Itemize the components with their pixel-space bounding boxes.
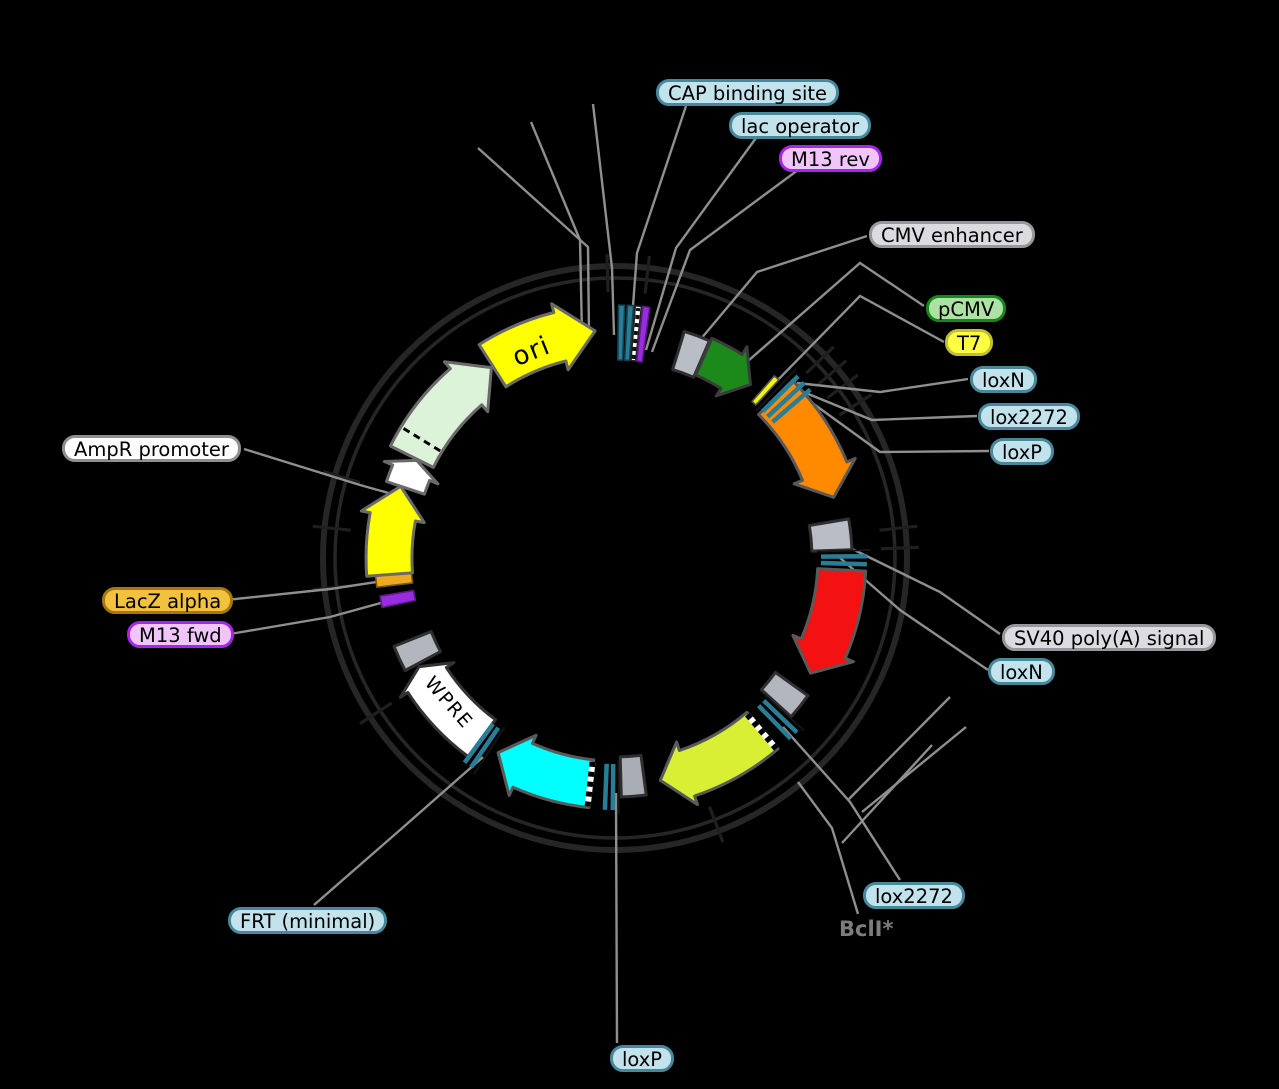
leader-loose-e bbox=[861, 726, 967, 813]
tick-mark bbox=[359, 701, 393, 725]
tick-mark bbox=[838, 393, 873, 417]
tick-mark bbox=[880, 545, 919, 551]
red-arrow[interactable] bbox=[791, 567, 868, 675]
frt-stripes-edge bbox=[473, 726, 506, 775]
label-loxp-bottom[interactable]: loxP bbox=[610, 1045, 675, 1072]
label-loxn-1[interactable]: loxN bbox=[970, 366, 1037, 393]
tick-mark bbox=[643, 255, 651, 294]
leader-frt-minimal bbox=[313, 756, 484, 906]
leader-lox2272-1 bbox=[800, 389, 978, 422]
backbone-ring-outer bbox=[320, 263, 910, 853]
chartreuse-start-checker bbox=[745, 712, 779, 751]
tick-mark bbox=[605, 254, 610, 293]
backbone-ring-inner bbox=[333, 276, 897, 840]
orange-arrow[interactable] bbox=[757, 379, 857, 499]
leader-loose-c bbox=[591, 103, 616, 336]
leader-ampr-promoter bbox=[243, 447, 393, 496]
tick-mark bbox=[816, 359, 848, 387]
bottom-gray-box[interactable] bbox=[618, 753, 648, 799]
leader-loxp-1 bbox=[803, 396, 990, 454]
ampr-dotted-line bbox=[400, 425, 441, 453]
cmv-enhancer-box[interactable] bbox=[671, 329, 711, 379]
leader-pcmv bbox=[739, 261, 925, 369]
label-m13-fwd[interactable]: M13 fwd bbox=[127, 621, 234, 648]
leader-cmv-enhancer bbox=[699, 234, 868, 341]
sv40-polya-box[interactable] bbox=[807, 517, 854, 553]
leader-loose-b bbox=[529, 121, 584, 336]
label-lox2272-2[interactable]: lox2272 bbox=[863, 882, 965, 909]
lac-operator-bar[interactable] bbox=[623, 304, 635, 362]
tick-mark bbox=[805, 345, 835, 375]
lox-cluster-stripes bbox=[761, 374, 800, 413]
label-t7[interactable]: T7 bbox=[945, 329, 994, 356]
lox2272-stripes bbox=[762, 698, 799, 735]
cyan-arrow[interactable] bbox=[496, 733, 596, 810]
label-cap-binding-site[interactable]: CAP binding site bbox=[656, 79, 840, 106]
t7-bar[interactable] bbox=[751, 375, 780, 406]
label-ampr-promoter[interactable]: AmpR promoter bbox=[62, 435, 241, 462]
m13-fwd-bar[interactable] bbox=[379, 589, 417, 609]
label-lacz-alpha[interactable]: LacZ alpha bbox=[102, 587, 234, 614]
label-frt-minimal[interactable]: FRT (minimal) bbox=[228, 907, 388, 934]
leader-lacz-alpha bbox=[225, 579, 384, 602]
tick-mark bbox=[708, 806, 725, 843]
loxn-stripes bbox=[820, 560, 867, 567]
leader-bcli bbox=[797, 781, 860, 915]
mid-gray-box[interactable] bbox=[759, 670, 810, 719]
pcmv-arrow[interactable] bbox=[694, 336, 752, 398]
leader-loxp-bottom bbox=[614, 792, 619, 1044]
lox-cluster-stripes bbox=[771, 387, 812, 424]
label-loxn-2[interactable]: loxN bbox=[988, 658, 1055, 685]
leader-loxn-1 bbox=[796, 377, 969, 394]
label-m13-rev[interactable]: M13 rev bbox=[779, 145, 882, 172]
label-pcmv[interactable]: pCMV bbox=[926, 295, 1007, 322]
tick-mark bbox=[312, 524, 351, 532]
leader-loose-f bbox=[841, 744, 933, 844]
lox-cluster-stripes-edge bbox=[755, 368, 797, 412]
hatched-bar-hatch bbox=[631, 307, 641, 360]
label-lox2272-1[interactable]: lox2272 bbox=[978, 403, 1080, 430]
ampr-promoter-arrow[interactable] bbox=[382, 458, 440, 496]
label-cmv-enhancer[interactable]: CMV enhancer bbox=[869, 221, 1035, 248]
frt-stripes bbox=[469, 726, 501, 769]
label-loxp-1[interactable]: loxP bbox=[990, 438, 1055, 465]
lox2272-stripes bbox=[756, 704, 793, 741]
leader-m13-fwd bbox=[229, 599, 389, 636]
wpre-arrow[interactable] bbox=[398, 661, 497, 759]
leader-sv40-polya bbox=[837, 540, 1001, 635]
leader-m13-rev bbox=[650, 169, 799, 353]
loxp-stripes bbox=[602, 763, 609, 810]
ampr-arrow[interactable] bbox=[388, 360, 493, 469]
cap-binding-site-bar[interactable] bbox=[617, 304, 626, 361]
cyan-start-checker bbox=[584, 761, 596, 807]
leader-lac-operator bbox=[644, 137, 757, 351]
leader-lox2272-2 bbox=[782, 726, 902, 881]
lox-cluster-stripes bbox=[766, 381, 806, 419]
lox2272-stripes-edge bbox=[763, 693, 805, 732]
ori-arrow[interactable] bbox=[477, 302, 597, 389]
leader-t7 bbox=[769, 294, 945, 389]
yellow-arrow[interactable] bbox=[359, 484, 426, 578]
label-lac-operator[interactable]: lac operator bbox=[729, 112, 872, 139]
label-bcli[interactable]: BclI* bbox=[839, 917, 894, 941]
label-sv40-polya[interactable]: SV40 poly(A) signal bbox=[1002, 624, 1217, 651]
leader-loose-d bbox=[848, 696, 951, 800]
tick-mark bbox=[323, 470, 361, 485]
tick-mark bbox=[879, 524, 918, 532]
m13-rev-bar[interactable] bbox=[635, 305, 651, 363]
wpre-end-gray-box[interactable] bbox=[392, 630, 442, 672]
loxn-stripes-edge bbox=[816, 549, 871, 553]
loxp-stripes-edge bbox=[617, 759, 620, 815]
tick-mark bbox=[826, 373, 859, 400]
leader-loose-a bbox=[477, 147, 591, 336]
frt-stripes bbox=[462, 722, 495, 765]
chartreuse-arrow[interactable] bbox=[658, 710, 780, 807]
